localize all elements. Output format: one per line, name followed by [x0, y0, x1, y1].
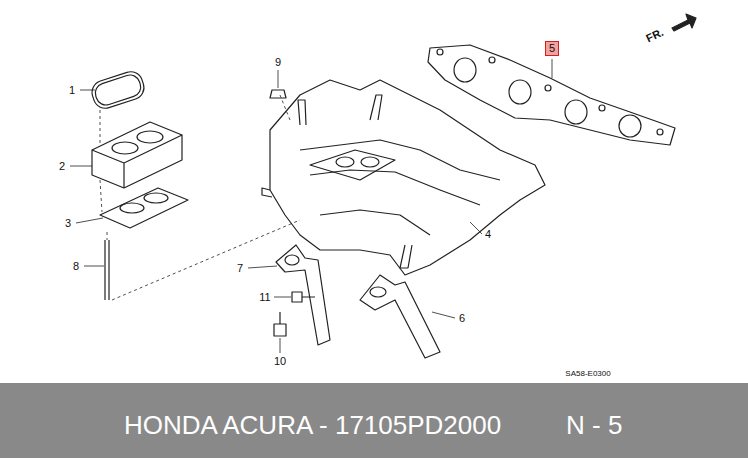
callout-number: 9	[274, 57, 282, 68]
manifold-gasket	[428, 45, 675, 145]
callout-number: 3	[64, 218, 72, 229]
flange-bore	[361, 157, 379, 167]
spacer-gasket	[100, 188, 188, 228]
callout-number: 4	[484, 229, 492, 240]
pipe	[400, 245, 412, 268]
bracket	[360, 275, 440, 358]
bolt	[274, 312, 286, 336]
highlight-callout: 5	[545, 41, 559, 56]
bracket-hole	[370, 287, 386, 297]
callout-number: 7	[236, 263, 244, 274]
gasket-port	[565, 100, 587, 124]
bracket	[276, 245, 330, 345]
intake-manifold	[270, 80, 545, 275]
spacer-bore	[137, 131, 163, 143]
carb-spacer-edge	[92, 135, 182, 188]
stud	[104, 240, 105, 300]
carb-spacer	[92, 122, 182, 188]
nut	[270, 90, 286, 98]
flange-bore	[336, 157, 354, 167]
direction-label: FR.	[644, 26, 667, 44]
ring-gasket-inner	[93, 72, 144, 107]
gasket-port	[454, 58, 476, 82]
spacer-bore	[112, 142, 138, 154]
gasket-hole	[144, 193, 168, 203]
manifold-runner	[310, 170, 480, 205]
callout-number: 1	[68, 85, 76, 96]
pipe	[262, 188, 272, 197]
bracket-hole	[285, 255, 299, 265]
callout-number: 11	[258, 292, 271, 303]
gasket-port	[509, 80, 531, 104]
bolt	[292, 292, 315, 302]
leader-lines	[70, 59, 552, 353]
stud	[108, 240, 109, 300]
ring-gasket	[89, 69, 147, 112]
callout-number: 8	[72, 261, 80, 272]
callout-number: 2	[58, 161, 66, 172]
callout-number: 5	[549, 42, 555, 54]
pipe	[370, 95, 382, 120]
gasket-hole	[120, 203, 144, 213]
part-info: N - 5	[566, 412, 622, 438]
gasket-port	[619, 115, 641, 137]
diagram-code: SA58-E0300	[564, 370, 611, 378]
footer-band: HONDA ACURA - 17105PD2000 N - 5	[0, 383, 748, 458]
carb-flange	[310, 150, 395, 180]
front-arrow	[672, 14, 696, 31]
callout-number: 6	[458, 313, 466, 324]
manifold-runner	[320, 210, 430, 235]
part-info: HONDA ACURA - 17105PD2000	[124, 412, 501, 438]
pipe	[298, 100, 306, 125]
callout-number: 10	[273, 356, 287, 367]
